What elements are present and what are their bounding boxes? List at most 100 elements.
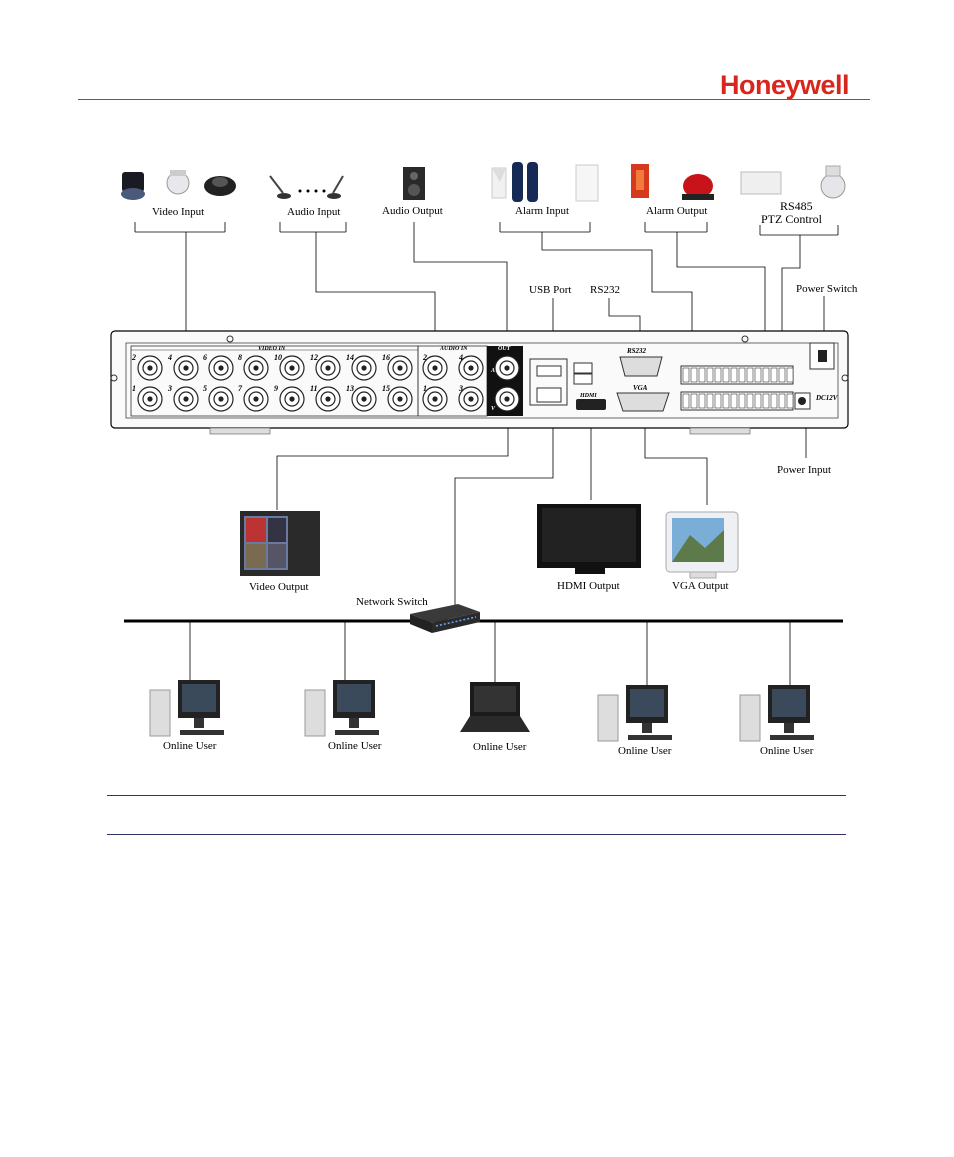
video-channel-number: 2	[131, 353, 136, 362]
video-channel-number: 10	[274, 353, 282, 362]
bnc-connector	[279, 355, 305, 381]
terminal-pin	[730, 393, 738, 409]
panel-video-in-label: VIDEO IN	[258, 346, 286, 352]
video-channel-number: 1	[132, 384, 136, 393]
alarm-output-line	[644, 222, 766, 362]
panel-dc12v-label: DC12V	[815, 394, 839, 402]
caption-bottom-rule	[107, 834, 846, 835]
video-output-line	[276, 412, 509, 510]
network-switch-icon	[410, 604, 480, 633]
terminal-pin	[698, 367, 706, 383]
usb-port-label: USB Port	[529, 284, 572, 296]
bnc-connector	[279, 386, 305, 412]
video-input-line	[134, 222, 226, 370]
laptop-icon	[460, 682, 530, 732]
terminal-pin	[714, 393, 722, 409]
bnc-connector	[243, 386, 269, 412]
video-channel-number: 9	[274, 384, 278, 393]
hdmi-tv-icon	[537, 504, 641, 574]
video-channel-number: 6	[203, 353, 207, 362]
terminal-pin	[690, 393, 698, 409]
terminal-pin	[738, 367, 746, 383]
ptz-control-label: PTZ Control	[761, 212, 823, 226]
bnc-connectors	[137, 355, 520, 412]
terminal-pin	[770, 393, 778, 409]
alarm-input-line	[499, 222, 693, 370]
bnc-connector	[494, 386, 520, 412]
terminal-pin	[714, 367, 722, 383]
bnc-connector	[458, 355, 484, 381]
bnc-connector	[458, 386, 484, 412]
vga-output-label: VGA Output	[672, 580, 729, 592]
bnc-connector	[422, 386, 448, 412]
video-channel-number: 12	[310, 353, 318, 362]
terminal-pin	[786, 393, 794, 409]
crt-monitor-icon	[240, 511, 320, 576]
audio-input-label: Audio Input	[287, 206, 341, 218]
bnc-connector	[173, 386, 199, 412]
online-user-label: Online User	[163, 740, 217, 752]
terminal-pins	[682, 367, 794, 409]
power-switch-label: Power Switch	[796, 283, 858, 295]
panel-vga-label: VGA	[633, 384, 648, 392]
camera-icons	[121, 170, 236, 200]
speaker-icon	[403, 167, 425, 200]
terminal-pin	[722, 367, 730, 383]
network-drops	[189, 622, 791, 690]
online-user-label: Online User	[328, 740, 382, 752]
terminal-pin	[746, 393, 754, 409]
terminal-pin	[722, 393, 730, 409]
caption-top-rule	[107, 795, 846, 796]
panel-out-label: OUT	[498, 346, 511, 352]
desktop-computer-icon	[739, 685, 814, 742]
header-divider	[78, 99, 870, 100]
online-user-label: Online User	[473, 741, 527, 753]
audio-input-line	[279, 222, 436, 370]
microphone-icons	[269, 175, 344, 199]
alarm-input-label: Alarm Input	[515, 205, 570, 217]
video-channel-number: 16	[382, 353, 390, 362]
bnc-connector	[173, 355, 199, 381]
terminal-pin	[778, 393, 786, 409]
rs485-label: RS485	[780, 199, 813, 213]
desktop-computer-icon	[597, 685, 672, 742]
audio-output-line	[413, 222, 508, 370]
panel-out-a-label: A	[490, 368, 495, 374]
terminal-pin	[754, 367, 762, 383]
terminal-pin	[754, 393, 762, 409]
online-user-label: Online User	[618, 745, 672, 757]
audio-channel-number: 2	[422, 353, 427, 362]
bnc-connector	[208, 355, 234, 381]
alarm-sensor-icons	[491, 162, 599, 202]
terminal-pin	[778, 367, 786, 383]
video-channel-number: 4	[167, 353, 172, 362]
audio-channel-number: 4	[458, 353, 463, 362]
bnc-connector	[351, 355, 377, 381]
terminal-pin	[690, 367, 698, 383]
bnc-connector	[137, 355, 163, 381]
vga-monitor-icon	[665, 511, 739, 579]
video-channel-number: 5	[203, 384, 207, 393]
video-channel-number: 14	[346, 353, 354, 362]
video-input-label: Video Input	[152, 206, 205, 218]
terminal-pin	[786, 367, 794, 383]
audio-output-label: Audio Output	[382, 205, 443, 217]
terminal-pin	[746, 367, 754, 383]
terminal-pin	[698, 393, 706, 409]
terminal-pin	[762, 367, 770, 383]
terminal-pin	[738, 393, 746, 409]
alarm-output-label: Alarm Output	[646, 205, 708, 217]
honeywell-logo: Honeywell	[720, 70, 850, 100]
bnc-connector	[387, 386, 413, 412]
vga-output-line	[644, 405, 708, 505]
siren-icons	[631, 164, 714, 200]
bnc-connector	[243, 355, 269, 381]
terminal-pin	[682, 393, 690, 409]
video-channel-number: 8	[238, 353, 242, 362]
terminal-pin	[762, 393, 770, 409]
terminal-pin	[706, 393, 714, 409]
panel-out-v-label: V	[491, 406, 496, 412]
bnc-connector	[494, 355, 520, 381]
